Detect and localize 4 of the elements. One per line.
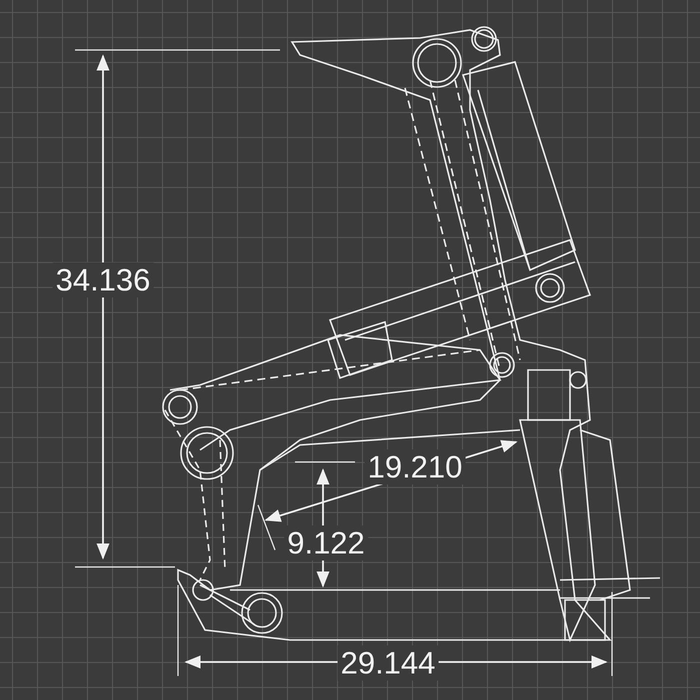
dimension-label: 9.122: [284, 526, 368, 560]
dimension-label: 19.210: [364, 450, 466, 484]
dimension-label: 29.144: [338, 646, 438, 680]
dimension-label: 34.136: [52, 262, 154, 298]
